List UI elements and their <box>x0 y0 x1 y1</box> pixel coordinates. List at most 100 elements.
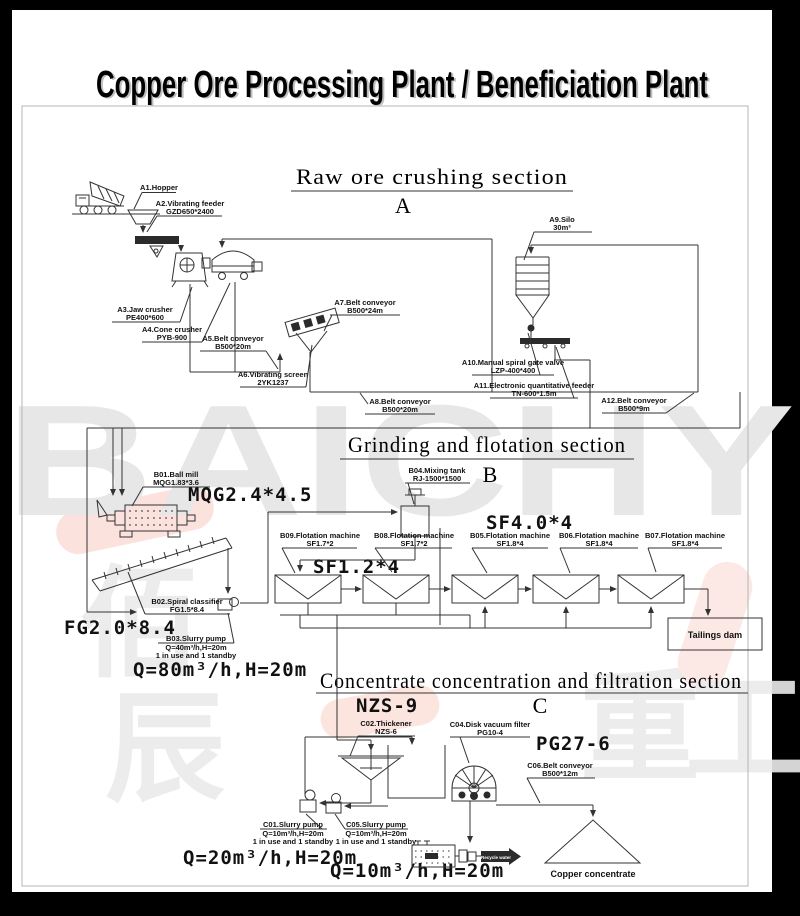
svg-text:B500*24m: B500*24m <box>347 306 383 315</box>
svg-text:B500*20m: B500*20m <box>215 342 251 351</box>
label-c04-disk-vacuum-filter: C04.Disk vacuum filter PG10-4 <box>450 720 531 764</box>
label-c02-thickener: C02.Thickener NZS-6 <box>349 719 415 757</box>
vibrating-feeder-symbol <box>135 236 179 258</box>
section-b-title: Grinding and flotation section <box>348 432 626 457</box>
section-b-header: Grinding and flotation section B <box>340 432 634 487</box>
watermark-cjk-char: 辰 <box>105 680 225 819</box>
annotation-thickener-model: NZS-9 <box>356 695 418 717</box>
svg-text:FG1.5*8.4: FG1.5*8.4 <box>170 605 205 614</box>
svg-text:B05.Flotation machine: B05.Flotation machine <box>470 531 550 540</box>
section-c-header: Concentrate concentration and filtration… <box>316 668 748 718</box>
label-c05-slurry-pump: C05.Slurry pump Q=10m³/h,H=20m 1 in use … <box>334 813 417 846</box>
dump-truck-symbol <box>72 181 160 215</box>
flow-lines-c <box>304 736 596 857</box>
label-a8-belt-conveyor: A8.Belt conveyor B500*20m <box>359 392 435 415</box>
annotation-pump-q20: Q=20m³/h,H=20m <box>183 847 357 869</box>
tailings-dam-label: Tailings dam <box>688 630 742 640</box>
jaw-crusher-symbol <box>171 252 211 288</box>
svg-text:A2.Vibrating feeder: A2.Vibrating feeder <box>156 199 225 208</box>
svg-text:B07.Flotation machine: B07.Flotation machine <box>645 531 725 540</box>
tailings-dam-node: Tailings dam <box>667 617 763 651</box>
section-c-title: Concentrate concentration and filtration… <box>320 668 742 693</box>
svg-text:SF1.8*4: SF1.8*4 <box>496 539 524 548</box>
svg-text:B500*12m: B500*12m <box>542 769 578 778</box>
svg-text:TN-600*1.5m: TN-600*1.5m <box>511 389 556 398</box>
disk-vacuum-filter-symbol <box>451 765 497 802</box>
label-a5-belt-conveyor: A5.Belt conveyor B500*20m <box>200 334 279 370</box>
copper-concentrate-label: Copper concentrate <box>550 869 635 879</box>
svg-text:Q=40m³/h,H=20m: Q=40m³/h,H=20m <box>165 643 227 652</box>
svg-text:B500*20m: B500*20m <box>382 405 418 414</box>
cone-crusher-symbol <box>211 250 263 280</box>
annotation-pump-q10: Q=10m³/h,H=20m <box>330 860 504 882</box>
spiral-classifier-symbol <box>91 536 233 592</box>
label-a1-hopper: A1.Hopper <box>133 183 178 210</box>
thickener-symbol <box>338 748 404 781</box>
svg-text:SF1.7*2: SF1.7*2 <box>400 539 427 548</box>
page-background <box>12 10 772 892</box>
watermark-swoosh <box>320 685 440 739</box>
svg-text:A8.Belt conveyor: A8.Belt conveyor <box>369 397 430 406</box>
svg-text:B02.Spiral classifier: B02.Spiral classifier <box>151 597 222 606</box>
svg-text:SF1.8*4: SF1.8*4 <box>671 539 699 548</box>
svg-text:A9.Silo: A9.Silo <box>549 215 575 224</box>
label-b02-spiral-classifier: B02.Spiral classifier FG1.5*8.4 <box>127 571 230 615</box>
watermark-logo: BAICHY <box>5 373 795 549</box>
svg-text:A4.Cone crusher: A4.Cone crusher <box>142 325 202 334</box>
copper-concentrate-stockpile: Copper concentrate <box>543 819 642 879</box>
svg-text:B03.Slurry pump: B03.Slurry pump <box>166 634 226 643</box>
label-b09-flotation-machine: B09.Flotation machine SF1.7*2 <box>280 531 360 574</box>
ball-mill-symbol <box>96 499 196 538</box>
recycle-water-banner: Recycle water <box>481 848 521 865</box>
svg-text:C01.Slurry pump: C01.Slurry pump <box>263 820 323 829</box>
svg-text:2YK1237: 2YK1237 <box>257 378 288 387</box>
svg-text:C05.Slurry pump: C05.Slurry pump <box>346 820 406 829</box>
section-c-letter: C <box>533 693 548 718</box>
label-c06-belt-conveyor: C06.Belt conveyor B500*12m <box>526 761 595 804</box>
quantitative-feeder-symbol <box>520 338 570 349</box>
svg-text:PE400*600: PE400*600 <box>126 313 164 322</box>
annotation-flotation-model-sf12: SF1.2*4 <box>313 556 400 578</box>
page-title-shadow: Copper Ore Processing Plant / Beneficiat… <box>98 65 710 107</box>
svg-text:1 in use and 1 standby: 1 in use and 1 standby <box>336 837 417 846</box>
annotation-pump-q80: Q=80m³/h,H=20m <box>133 659 307 681</box>
model-annotations: MQG2.4*4.5 SF1.2*4 SF4.0*4 FG2.0*8.4 Q=8… <box>64 484 611 882</box>
label-a7-belt-conveyor: A7.Belt conveyor B500*24m <box>323 298 400 332</box>
annotation-flotation-model-sf40: SF4.0*4 <box>486 512 573 534</box>
watermark-swoosh <box>677 561 753 689</box>
svg-text:A6.Vibrating screen: A6.Vibrating screen <box>238 370 309 379</box>
svg-text:B06.Flotation machine: B06.Flotation machine <box>559 531 639 540</box>
svg-text:30m³: 30m³ <box>553 223 571 232</box>
svg-text:Q=10m³/h,H=20m: Q=10m³/h,H=20m <box>345 829 407 838</box>
label-b07-flotation-machine: B07.Flotation machine SF1.8*4 <box>645 531 725 573</box>
slurry-pump-b03-symbol <box>217 597 239 611</box>
label-a11-quantitative-feeder: A11.Electronic quantitative feeder TN-60… <box>474 346 594 399</box>
label-a4-cone-crusher: A4.Cone crusher PYB-900 <box>142 282 231 343</box>
watermark-cjk-char: 工 <box>685 660 800 799</box>
svg-text:LZP-400*400: LZP-400*400 <box>491 366 536 375</box>
section-a-letter: A <box>395 193 411 218</box>
annotation-classifier-model: FG2.0*8.4 <box>64 617 176 639</box>
annotation-filter-model: PG27-6 <box>536 733 611 755</box>
silo-symbol <box>515 256 550 319</box>
page-title-text: Copper Ore Processing Plant / Beneficiat… <box>96 64 708 106</box>
svg-text:B08.Flotation machine: B08.Flotation machine <box>374 531 454 540</box>
page-title: Copper Ore Processing Plant / Beneficiat… <box>96 64 710 107</box>
label-b06-flotation-machine: B06.Flotation machine SF1.8*4 <box>559 531 639 574</box>
svg-text:A3.Jaw crusher: A3.Jaw crusher <box>117 305 173 314</box>
svg-text:NZS-6: NZS-6 <box>375 727 397 736</box>
svg-text:SF1.8*4: SF1.8*4 <box>585 539 613 548</box>
label-b05-flotation-machine: B05.Flotation machine SF1.8*4 <box>470 531 550 574</box>
label-a6-vibrating-screen: A6.Vibrating screen 2YK1237 <box>238 344 313 388</box>
svg-text:B500*9m: B500*9m <box>618 404 650 413</box>
spiral-gate-valve-symbol <box>527 318 535 338</box>
watermark: BAICHY 佰 辰 重 工 <box>5 373 800 819</box>
svg-text:C04.Disk vacuum filter: C04.Disk vacuum filter <box>450 720 531 729</box>
label-a12-belt-conveyor: A12.Belt conveyor B500*9m <box>601 392 695 414</box>
svg-text:B04.Mixing tank: B04.Mixing tank <box>408 466 466 475</box>
label-b03-slurry-pump: B03.Slurry pump Q=40m³/h,H=20m 1 in use … <box>156 612 237 660</box>
annotation-ball-mill-model: MQG2.4*4.5 <box>188 484 312 506</box>
svg-text:A10.Manual spiral gate valve: A10.Manual spiral gate valve <box>462 358 564 367</box>
svg-text:GZD650*2400: GZD650*2400 <box>166 207 214 216</box>
